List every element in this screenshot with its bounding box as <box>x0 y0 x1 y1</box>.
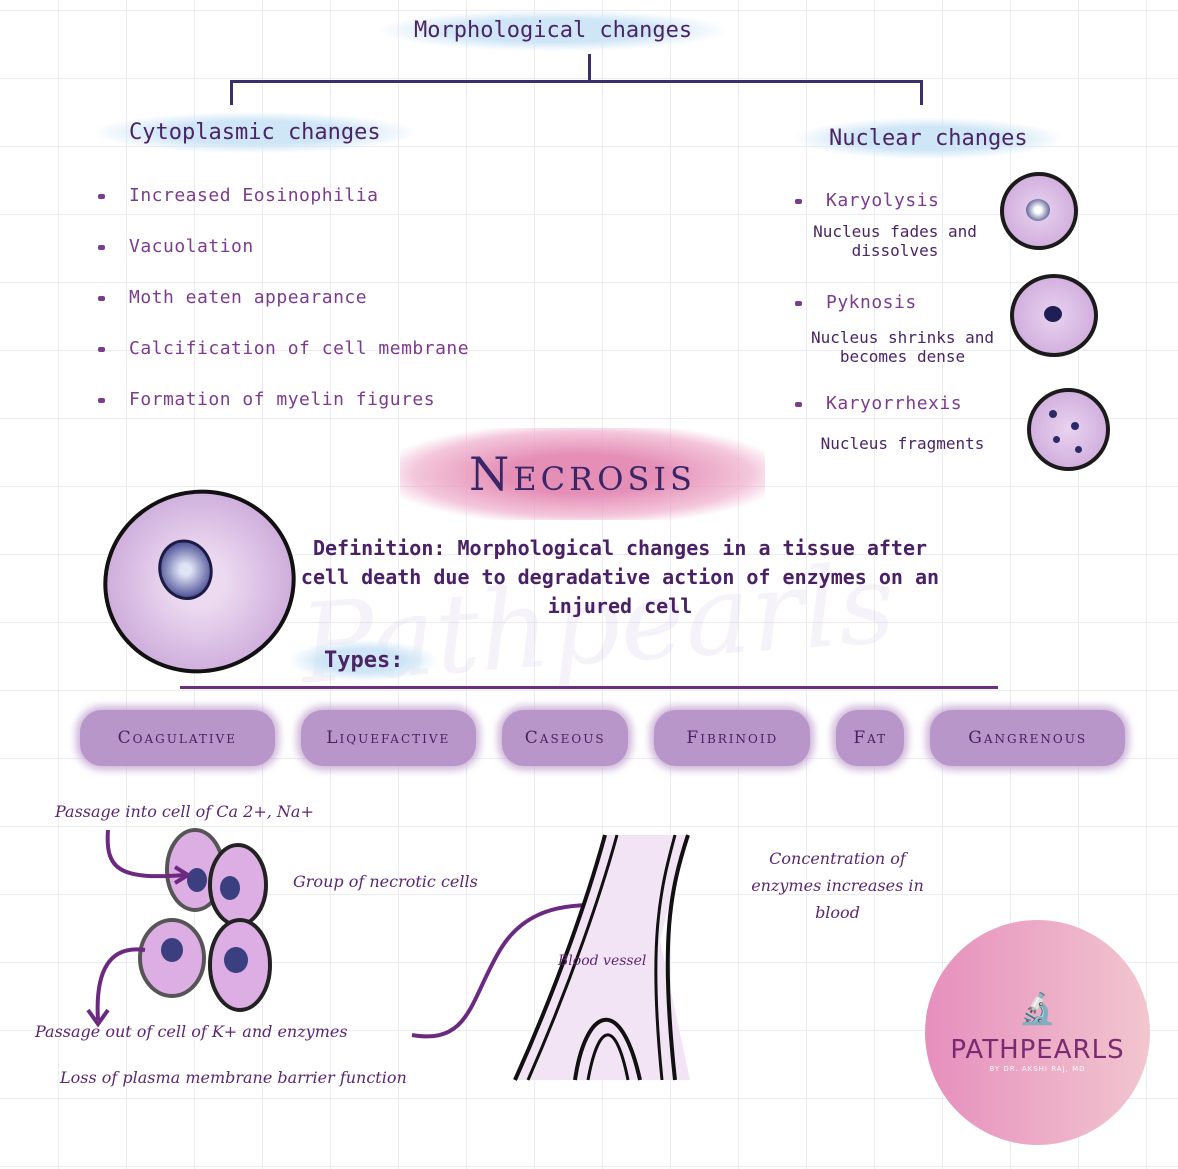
page-title: Morphological changes <box>380 10 727 51</box>
necrosis-title: Necrosis <box>400 428 765 520</box>
microscope-icon: 🔬 <box>1018 991 1057 1027</box>
karyolysis: Karyolysis <box>795 190 939 211</box>
loss-label: Loss of plasma membrane barrier function <box>60 1068 407 1087</box>
tree-left <box>230 80 233 105</box>
tree-bar <box>230 80 923 83</box>
type-fibrinoid: Fibrinoid <box>654 710 811 766</box>
cytoplasmic-list: Increased Eosinophilia Vacuolation Moth … <box>98 185 469 440</box>
necrotic-cells-diagram <box>86 828 690 1081</box>
list-item: Formation of myelin figures <box>98 389 469 440</box>
logo-name: PATHPEARLS <box>950 1034 1125 1065</box>
list-item: Calcification of cell membrane <box>98 338 469 389</box>
list-item: Vacuolation <box>98 236 469 287</box>
tree-right <box>920 80 923 105</box>
definition: Definition: Morphological changes in a t… <box>300 536 940 618</box>
group-label: Group of necrotic cells <box>293 872 478 891</box>
logo-byline: BY DR. AKSHI RAJ, MD <box>989 1064 1086 1073</box>
karyorrhexis-cell-icon <box>1027 388 1110 471</box>
karyolysis-cell-icon <box>1000 172 1078 250</box>
karyorrhexis: Karyorrhexis <box>795 393 962 414</box>
type-caseous: Caseous <box>501 710 629 766</box>
list-item: Increased Eosinophilia <box>98 185 469 236</box>
type-coagulative: Coagulative <box>80 710 275 766</box>
karyolysis-desc: Nucleus fades and dissolves <box>813 222 977 260</box>
necrotic-cell-icon <box>138 828 272 1012</box>
karyorrhexis-desc: Nucleus fragments <box>820 434 985 453</box>
pyknosis-desc: Nucleus shrinks and becomes dense <box>810 328 995 366</box>
concentration-label: Concentration of enzymes increases in bl… <box>751 849 924 922</box>
types-row: Coagulative Liquefactive Caseous Fibrino… <box>80 710 1126 766</box>
necrosis-title-text: Necrosis <box>469 447 696 501</box>
vessel-label: Blood vessel <box>558 953 647 969</box>
types-bracket <box>180 686 998 689</box>
type-liquefactive: Liquefactive <box>300 710 476 766</box>
passage-in-label: Passage into cell of Ca 2+, Na+ <box>55 802 314 821</box>
arrow-to-vessel-icon <box>411 902 621 1039</box>
list-item: Moth eaten appearance <box>98 287 469 338</box>
pyknosis-cell-icon <box>1010 274 1098 357</box>
pyknosis: Pyknosis <box>795 292 917 313</box>
nuclear-heading: Nuclear changes <box>795 118 1062 159</box>
cytoplasmic-heading: Cytoplasmic changes <box>95 112 415 153</box>
passage-out-label: Passage out of cell of K+ and enzymes <box>35 1022 348 1041</box>
arrow-in-icon <box>105 829 186 879</box>
type-gangrenous: Gangrenous <box>930 710 1126 766</box>
type-fat: Fat <box>836 710 905 766</box>
types-label: Types: <box>290 640 438 681</box>
normal-cell-icon <box>82 468 317 695</box>
blood-vessel-icon <box>513 834 690 1081</box>
tree-stem <box>588 54 591 82</box>
pathpearls-logo: 🔬 PATHPEARLS BY DR. AKSHI RAJ, MD <box>925 920 1150 1145</box>
arrow-out-icon <box>95 947 146 1021</box>
